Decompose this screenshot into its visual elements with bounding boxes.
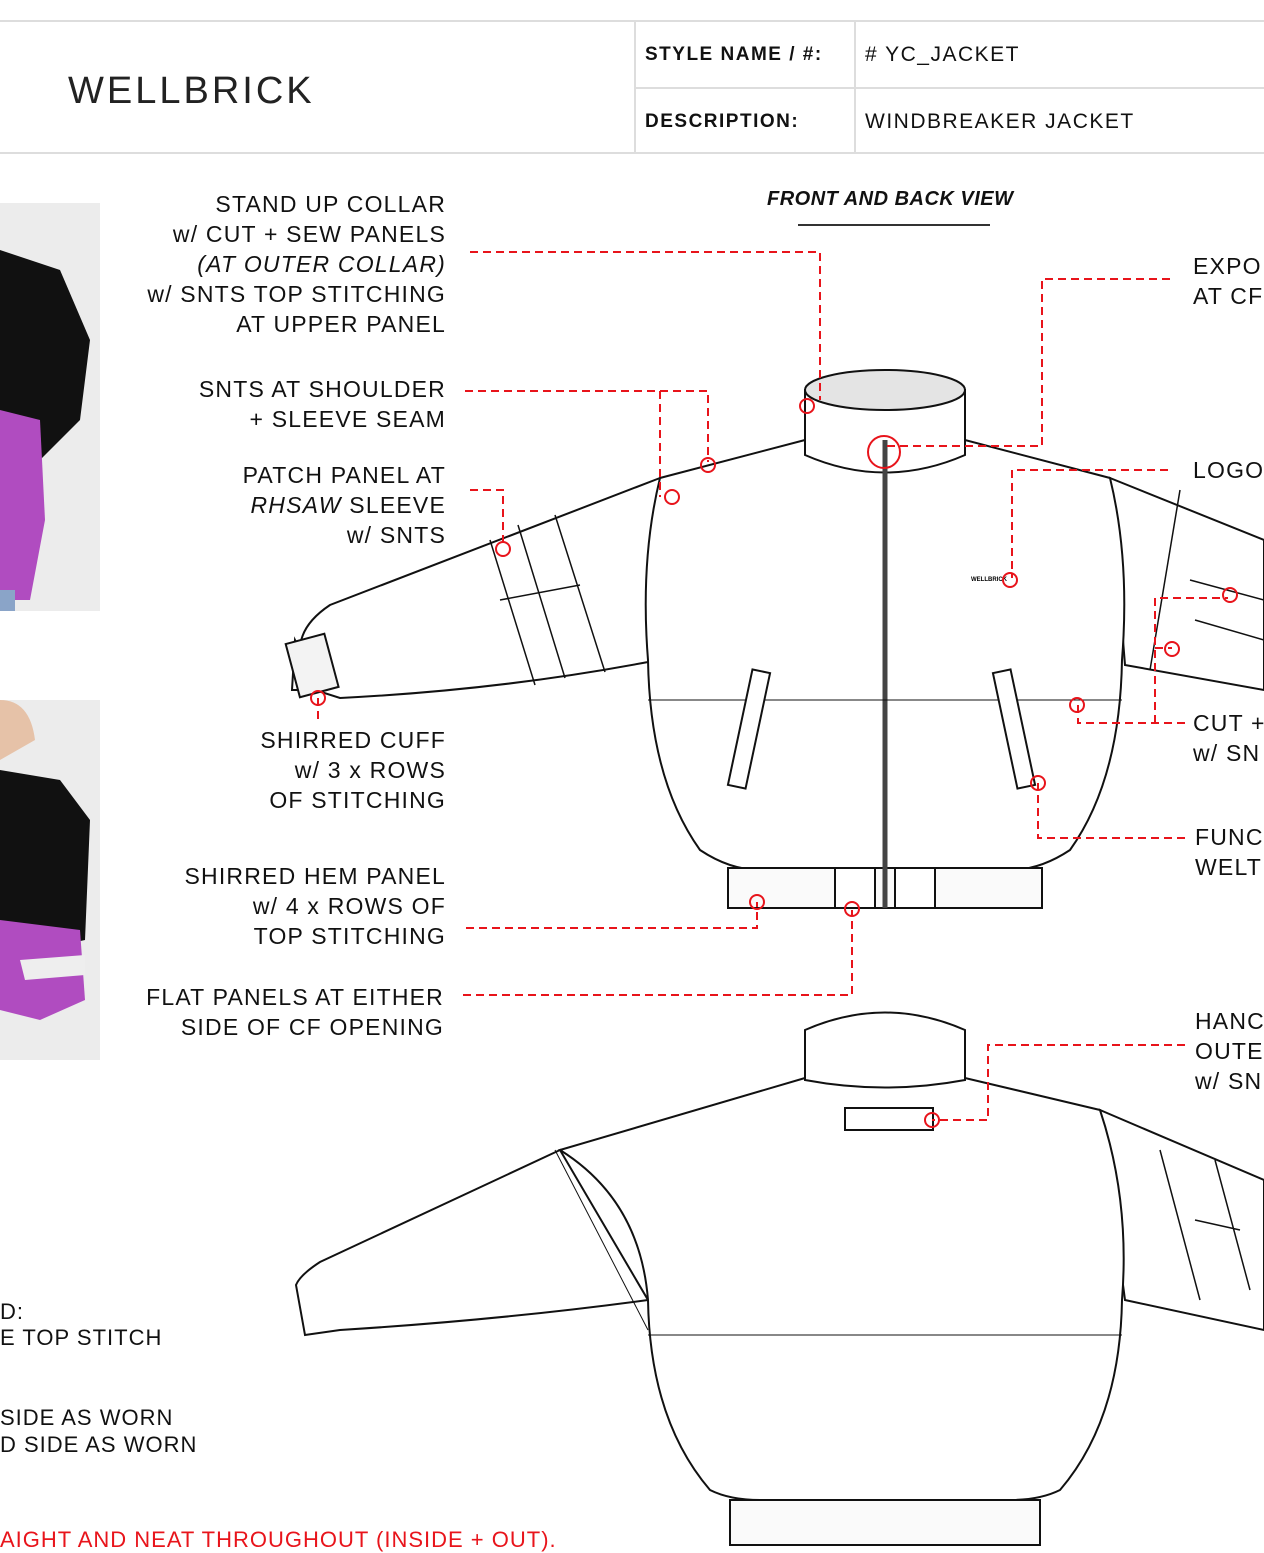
callout-line: EXPO [1193, 253, 1262, 279]
callout-line: + SLEEVE SEAM [249, 406, 446, 432]
callout-hem: SHIRRED HEM PANEL w/ 4 x ROWS OF TOP STI… [184, 861, 446, 951]
callout-line: FUNC [1195, 824, 1264, 850]
description-label: DESCRIPTION: [645, 111, 800, 132]
callout-line: AT UPPER PANEL [236, 311, 446, 337]
reference-photo-bottom [0, 700, 100, 1060]
callout-line: HANC [1195, 1008, 1264, 1034]
callout-line: w/ 4 x ROWS OF [252, 893, 446, 919]
callout-patch-panel: PATCH PANEL AT RHSAW SLEEVE w/ SNTS [243, 460, 446, 550]
callout-lines [317, 251, 1228, 1121]
callout-exposed: EXPO AT CF [1193, 251, 1263, 311]
callout-hanger: HANC OUTE w/ SN [1195, 1006, 1264, 1096]
callout-logo: LOGO [1193, 455, 1264, 485]
callout-line: SHIRRED HEM PANEL [184, 863, 446, 889]
style-name-label: STYLE NAME / #: [645, 44, 823, 65]
note-line: D SIDE AS WORN [0, 1432, 198, 1457]
callout-line: w/ 3 x ROWS [294, 757, 446, 783]
front-view-sketch [284, 369, 1264, 909]
callout-line: w/ SNTS TOP STITCHING [147, 281, 446, 307]
callout-line: FLAT PANELS AT EITHER [146, 984, 444, 1010]
logo-print: WELLBRICK [971, 577, 1008, 583]
callout-markers [310, 398, 1238, 1128]
callout-line: TOP STITCHING [253, 923, 446, 949]
callout-flat-panels: FLAT PANELS AT EITHER SIDE OF CF OPENING [146, 982, 444, 1042]
view-title: FRONT AND BACK VIEW [767, 188, 1014, 210]
divider [635, 87, 1264, 89]
callout-line: CUT + [1193, 710, 1264, 736]
callout-welt: FUNC WELT [1195, 822, 1264, 882]
callout-line: SIDE OF CF OPENING [180, 1014, 444, 1040]
description-value: WINDBREAKER JACKET [865, 110, 1135, 133]
note-line: D: [0, 1299, 24, 1324]
callout-line: LOGO [1193, 457, 1264, 483]
callout-line: SNTS AT SHOULDER [198, 376, 446, 402]
callout-line: SLEEVE [349, 492, 446, 518]
callout-line: WELT [1195, 854, 1262, 880]
quality-warning: AIGHT AND NEAT THROUGHOUT (INSIDE + OUT)… [0, 1527, 557, 1552]
callout-line: OF STITCHING [269, 787, 446, 813]
callout-line: RHSAW [250, 492, 342, 518]
callout-line: w/ CUT + SEW PANELS [172, 221, 446, 247]
view-title-underline [798, 224, 990, 226]
reference-photo-top [0, 203, 100, 611]
callout-line: SHIRRED CUFF [260, 727, 446, 753]
callout-line: AT CF [1193, 283, 1264, 309]
back-view-sketch [294, 1011, 1264, 1546]
callout-line: w/ SNTS [346, 522, 446, 548]
callout-shoulder: SNTS AT SHOULDER + SLEEVE SEAM [199, 374, 446, 434]
callout-cuff: SHIRRED CUFF w/ 3 x ROWS OF STITCHING [260, 725, 446, 815]
callout-line: STAND UP COLLAR [215, 191, 446, 217]
callout-line: OUTE [1195, 1038, 1264, 1064]
style-name-value: # YC_JACKET [865, 43, 1020, 66]
callout-cut-sew: CUT + w/ SN [1193, 708, 1264, 768]
callout-collar: STAND UP COLLAR w/ CUT + SEW PANELS (AT … [147, 189, 446, 339]
callout-line: PATCH PANEL AT [242, 462, 446, 488]
spec-header: WELLBRICK STYLE NAME / #: # YC_JACKET DE… [0, 20, 1264, 154]
callout-line: (AT OUTER COLLAR) [197, 251, 446, 277]
callout-line: w/ SN [1193, 740, 1261, 766]
note-line: SIDE AS WORN [0, 1405, 174, 1430]
note-line: E TOP STITCH [0, 1325, 163, 1350]
callout-line: w/ SN [1195, 1068, 1263, 1094]
brand-logo: WELLBRICK [68, 70, 315, 112]
